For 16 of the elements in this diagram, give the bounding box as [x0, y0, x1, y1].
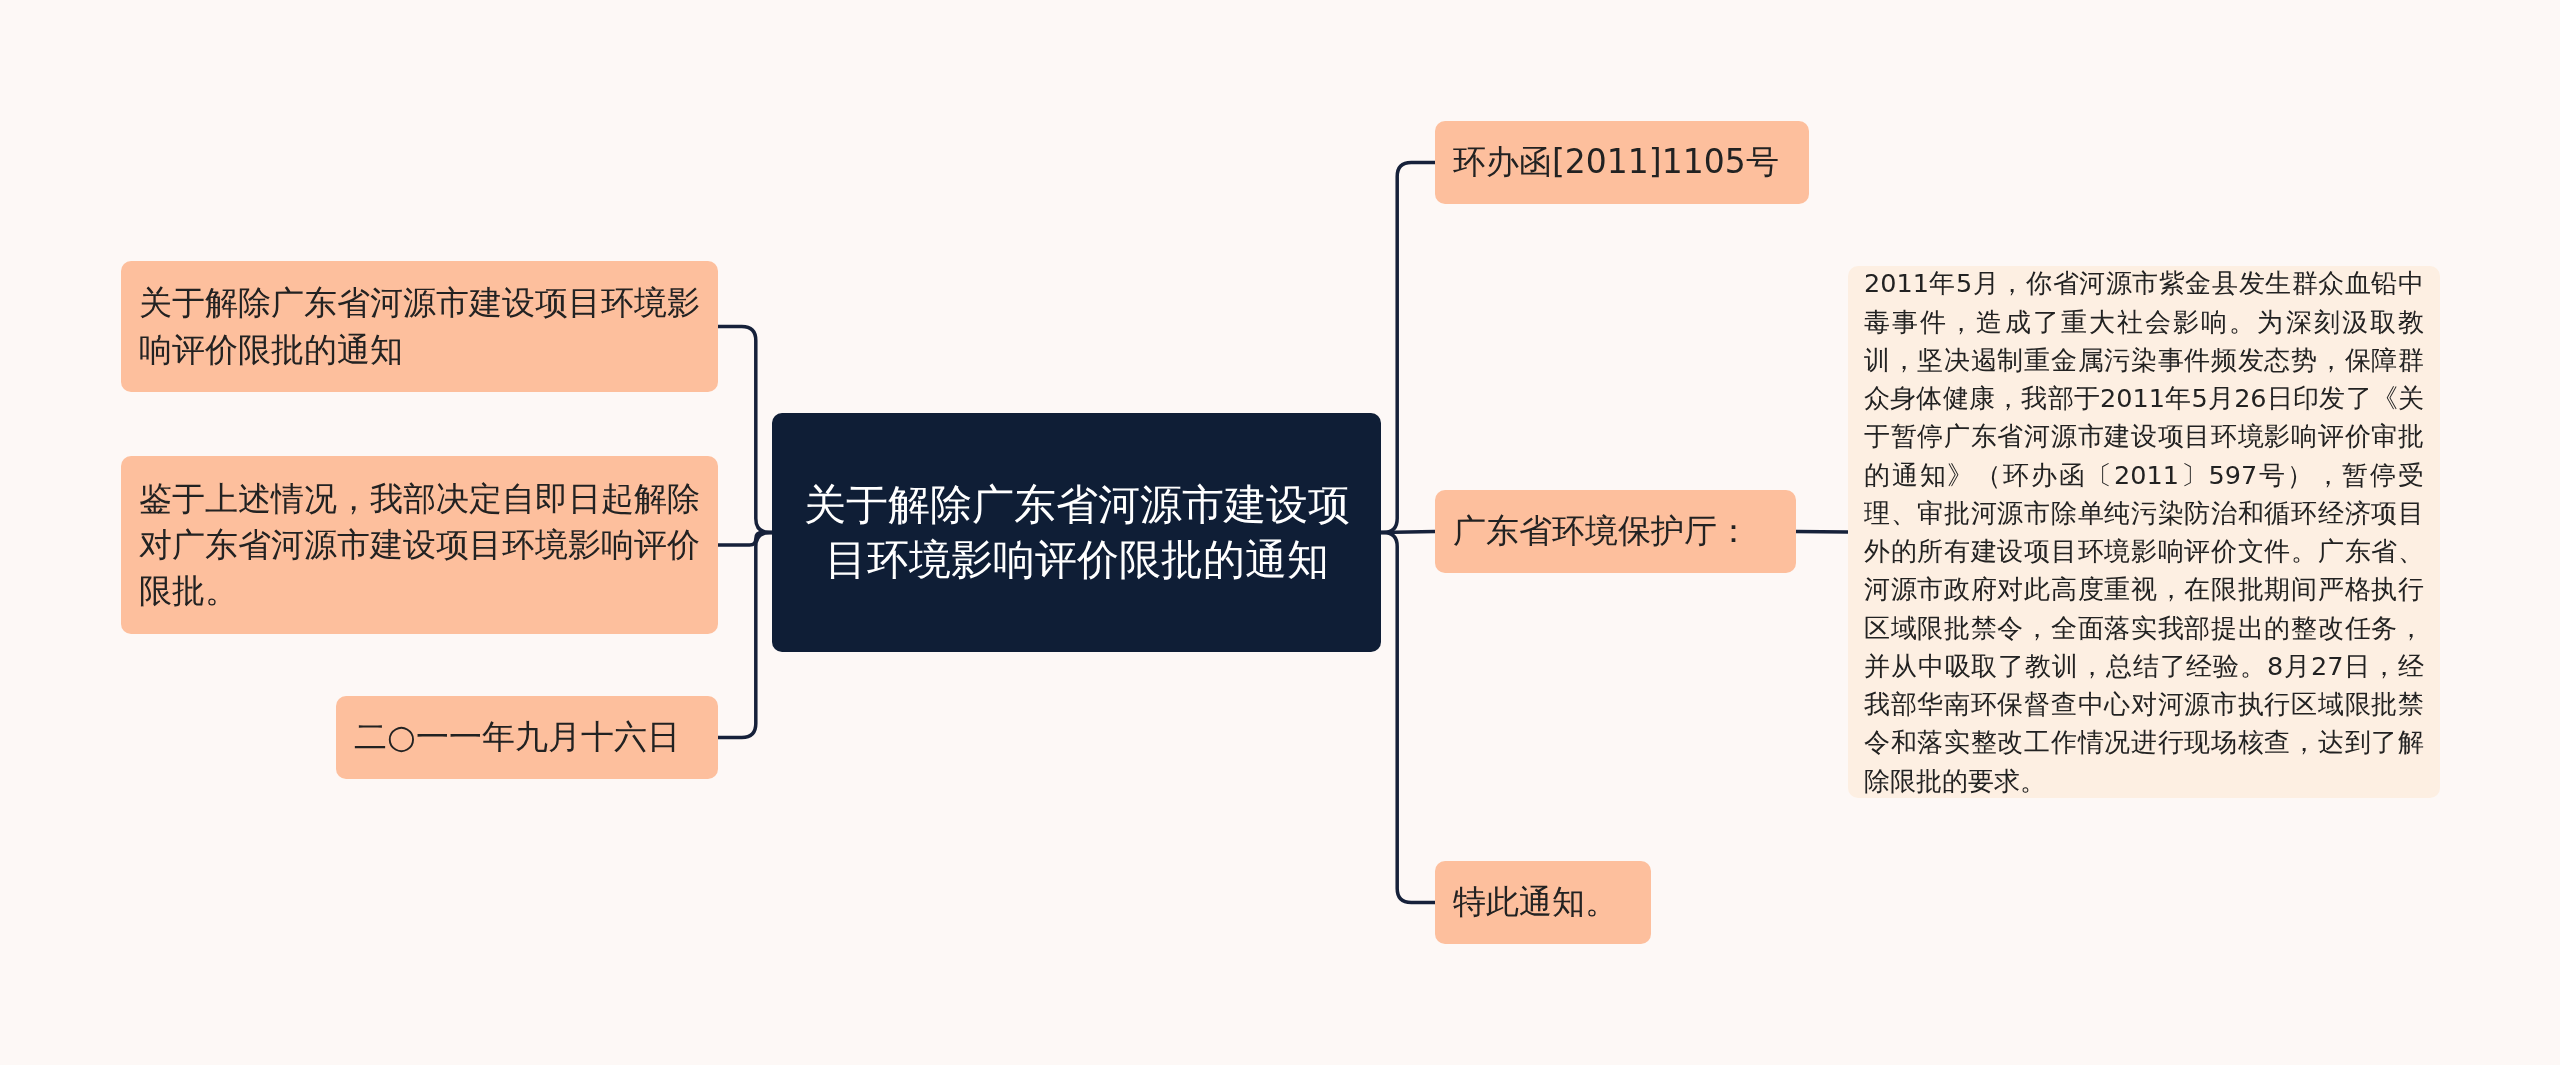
topic-box: [1435, 861, 1651, 944]
topic-box: [336, 696, 718, 779]
topic-box: [1435, 490, 1796, 573]
connector-line: [1796, 529, 1848, 534]
topic-text: 关于解除广东省河源市建设项目环境影响评价限批的通知: [139, 282, 700, 371]
topic-text: 关于解除广东省河源市建设项目环境影响评价限批的通知: [802, 478, 1351, 586]
topic-box: [121, 456, 718, 634]
topic-box: [1435, 121, 1809, 204]
topic-text: 鉴于上述情况，我部决定自即日起解除对广东省河源市建设项目环境影响评价限批。: [139, 477, 700, 613]
central-topic-box: [772, 413, 1381, 652]
topic-text: 二○一一年九月十六日: [354, 716, 680, 759]
topic-box: [121, 261, 718, 392]
topic-text: 广东省环境保护厅：: [1453, 510, 1750, 553]
topic-text: 2011年5月，你省河源市紫金县发生群众血铅中毒事件，造成了重大社会影响。为深刻汲取教训，坚决遏制重金属污染事件频发态势，保障群众身体健康，我部于2011年5月26日印发了《关于暂停广东省河源市建设项目环境影响评价审批的通知》（环办函〔2011〕597号），暂停受理、审批河源市除单纯污染防治和循环经济项目外的所有建设项目环境影响评价文件。广东省、河源市政府对此高度重视，在限批期间严格执行区域限批禁令，全面落实我部提出的整改任务，并从中吸取了教训，总结了经验。8月27日，经我部华南环保督查中心对河源市执行区域限批禁令和落实整改工作情况进行现场核查，达到了解除限批的要求。: [1864, 267, 2424, 798]
topic-text: 特此通知。: [1453, 881, 1618, 924]
topic-text: 环办函[2011]1105号: [1453, 141, 1779, 184]
